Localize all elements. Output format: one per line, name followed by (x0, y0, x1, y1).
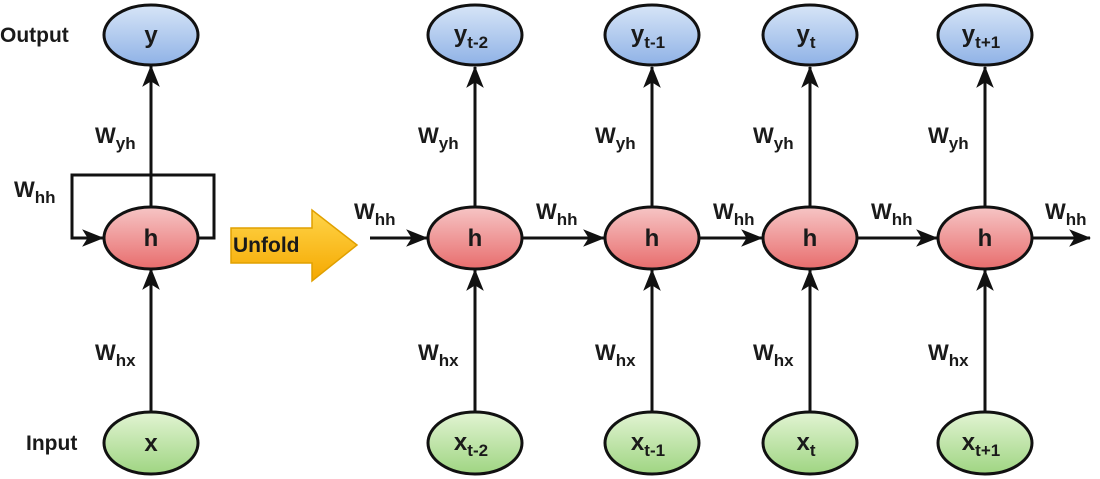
output-node (603, 3, 701, 67)
output-label: Output (0, 24, 69, 47)
weight-label-whx: Whx (418, 340, 459, 370)
weight-label-whh: Whh (536, 199, 578, 229)
weight-label-whx: Whx (753, 340, 794, 370)
input-node-label: xt+1 (962, 429, 1000, 460)
unfold-label: Unfold (233, 234, 299, 257)
weight-label-whh: Whh (713, 199, 755, 229)
weight-label-wyh: Wyh (595, 123, 636, 153)
output-node-label: yt-2 (454, 21, 488, 52)
hidden-node-label: h (144, 225, 159, 252)
output-node: y (102, 3, 200, 67)
input-node-label: xt-2 (454, 429, 488, 460)
weight-label-whh: Whh (14, 177, 56, 207)
output-node-label: yt+1 (962, 21, 1000, 52)
folded-rnn: Output Input y h x Wyh Whh Whx (0, 3, 216, 476)
input-node-label: xt-1 (631, 429, 665, 460)
hidden-node: h (761, 205, 859, 271)
input-node-label: x (144, 430, 158, 457)
output-node-label: yt-1 (631, 21, 665, 52)
weight-label-whh: Whh (871, 199, 913, 229)
hidden-node: h (603, 205, 701, 271)
weight-label-wyh: Wyh (95, 123, 136, 153)
recurrent-loop-edge (70, 173, 216, 247)
input-node: x (102, 410, 200, 476)
weight-label-wyh: Wyh (753, 123, 794, 153)
hidden-node-label: h (645, 225, 660, 252)
timestep-1: h (603, 3, 764, 476)
weight-label-whx: Whx (595, 340, 636, 370)
timestep-2: h (761, 3, 939, 476)
unfold-arrow: Unfold (230, 208, 359, 283)
weight-label-wyh: Wyh (928, 123, 969, 153)
timestep-3: h (936, 3, 1092, 476)
weight-label-whh: Whh (1045, 199, 1087, 229)
weight-label-whh-in: Whh (354, 199, 396, 229)
hidden-node: h (426, 205, 524, 271)
weight-label-whx: Whx (928, 340, 969, 370)
weight-label-whx: Whx (95, 340, 136, 370)
input-node-label: xt (796, 429, 815, 460)
hidden-node: h (936, 205, 1034, 271)
input-node (761, 410, 859, 476)
hidden-node: h (102, 205, 200, 271)
hidden-node-label: h (468, 225, 483, 252)
output-node-label: yt (796, 21, 815, 52)
hidden-node-label: h (978, 225, 993, 252)
unfold-arrow-shape (230, 208, 359, 283)
output-node (761, 3, 859, 67)
input-node (426, 410, 524, 476)
input-node (603, 410, 701, 476)
weight-label-wyh: Wyh (418, 123, 459, 153)
output-node-label: y (144, 22, 158, 49)
output-node (426, 3, 524, 67)
output-node (936, 3, 1034, 67)
timestep-0: h (426, 3, 606, 476)
input-label: Input (26, 432, 77, 455)
hidden-node-label: h (803, 225, 818, 252)
input-node (936, 410, 1034, 476)
